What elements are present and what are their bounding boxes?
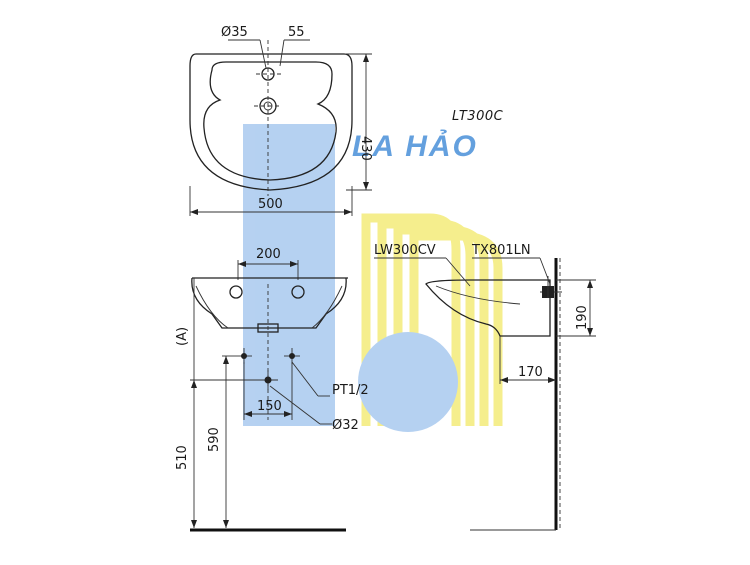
- watermark-text: LA HẢO: [352, 129, 478, 163]
- basin-side-outline: [425, 279, 551, 337]
- side-depth-label: 170: [518, 365, 543, 380]
- depth-label: 430: [358, 136, 373, 161]
- tap-spacing-label: 200: [256, 247, 281, 262]
- bowl-inner-top: [203, 61, 337, 181]
- pipe-spacing-label: 150: [257, 399, 282, 414]
- watermark-blue-circle: [358, 332, 458, 432]
- side-view: LW300CV TX801LN 190 170: [374, 243, 596, 531]
- front-view: 200 (A) PT1/2: [175, 247, 369, 532]
- drain-cross: [258, 370, 278, 390]
- thread-label: PT1/2: [332, 383, 369, 398]
- pipe-cross-left: [236, 348, 252, 364]
- hole-diameter-label: Ø35: [221, 25, 248, 40]
- height-a-label: (A): [175, 327, 190, 346]
- height-510-label: 510: [175, 445, 190, 470]
- basin-model-label: LW300CV: [374, 243, 436, 258]
- watermark-yellow-arches: [361, 213, 503, 426]
- offset-label: 55: [288, 25, 305, 40]
- drain-outlet: [257, 323, 279, 333]
- watermark-logo: LA HẢO: [243, 124, 503, 432]
- drain-diameter-label: Ø32: [332, 418, 359, 433]
- side-height-label: 190: [575, 305, 590, 330]
- model-label: LT300C: [452, 109, 504, 124]
- height-590-label: 590: [207, 427, 222, 452]
- right-bolt: [291, 285, 305, 299]
- top-view: Ø35 55 430 500: [189, 25, 373, 216]
- left-bolt: [229, 285, 243, 299]
- bracket-model-label: TX801LN: [471, 243, 531, 258]
- pipe-cross-right: [284, 348, 300, 364]
- basin-outline-top: [189, 53, 353, 191]
- watermark-blue-bar: [243, 124, 335, 426]
- width-label: 500: [258, 197, 283, 212]
